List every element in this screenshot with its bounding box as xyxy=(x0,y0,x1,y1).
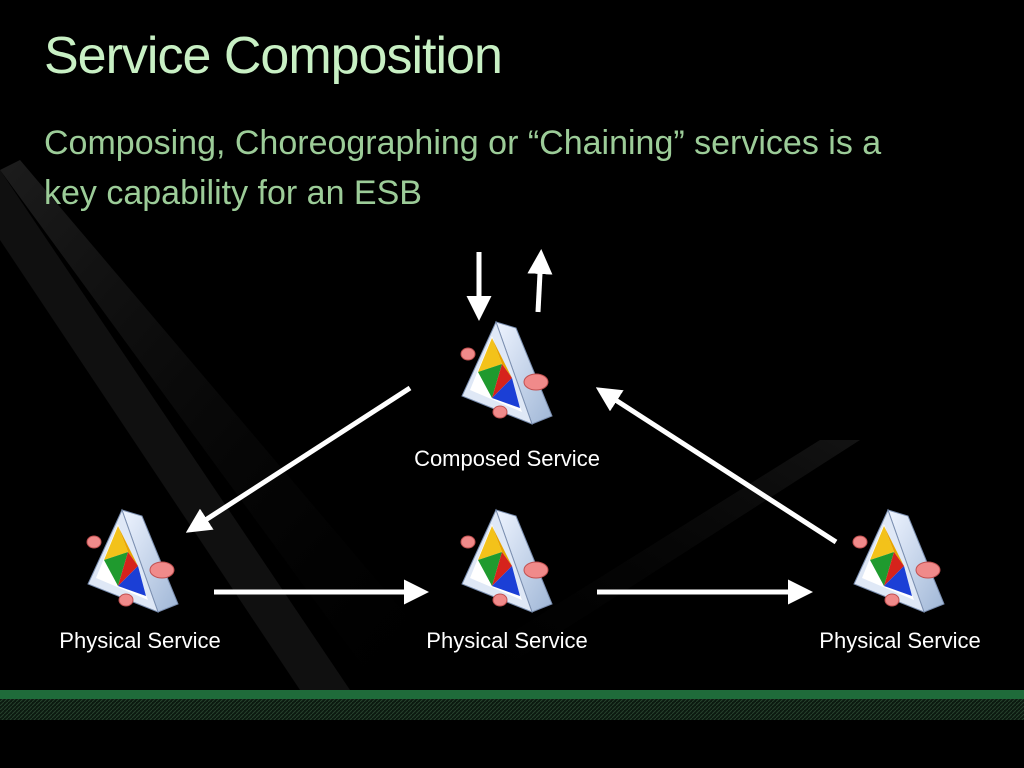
arrow-physical-3-to-composed xyxy=(595,387,838,545)
service-cube-icon xyxy=(460,508,553,613)
slide-subtitle: Composing, Choreographing or “Chaining” … xyxy=(44,124,882,212)
service-cube-icon xyxy=(460,320,553,425)
service-cube-icon xyxy=(852,508,945,613)
node-label-physical-2: Physical Service xyxy=(426,628,588,653)
footer-band xyxy=(0,690,1024,720)
slide-title: Service Composition xyxy=(44,27,503,85)
node-label-physical-1: Physical Service xyxy=(59,628,221,653)
arrow-composed-to-physical-1 xyxy=(185,385,412,533)
node-label-physical-3: Physical Service xyxy=(819,628,981,653)
arrow-output-up xyxy=(527,249,553,313)
service-cube-icon xyxy=(86,508,179,613)
node-label-composed: Composed Service xyxy=(414,446,600,471)
